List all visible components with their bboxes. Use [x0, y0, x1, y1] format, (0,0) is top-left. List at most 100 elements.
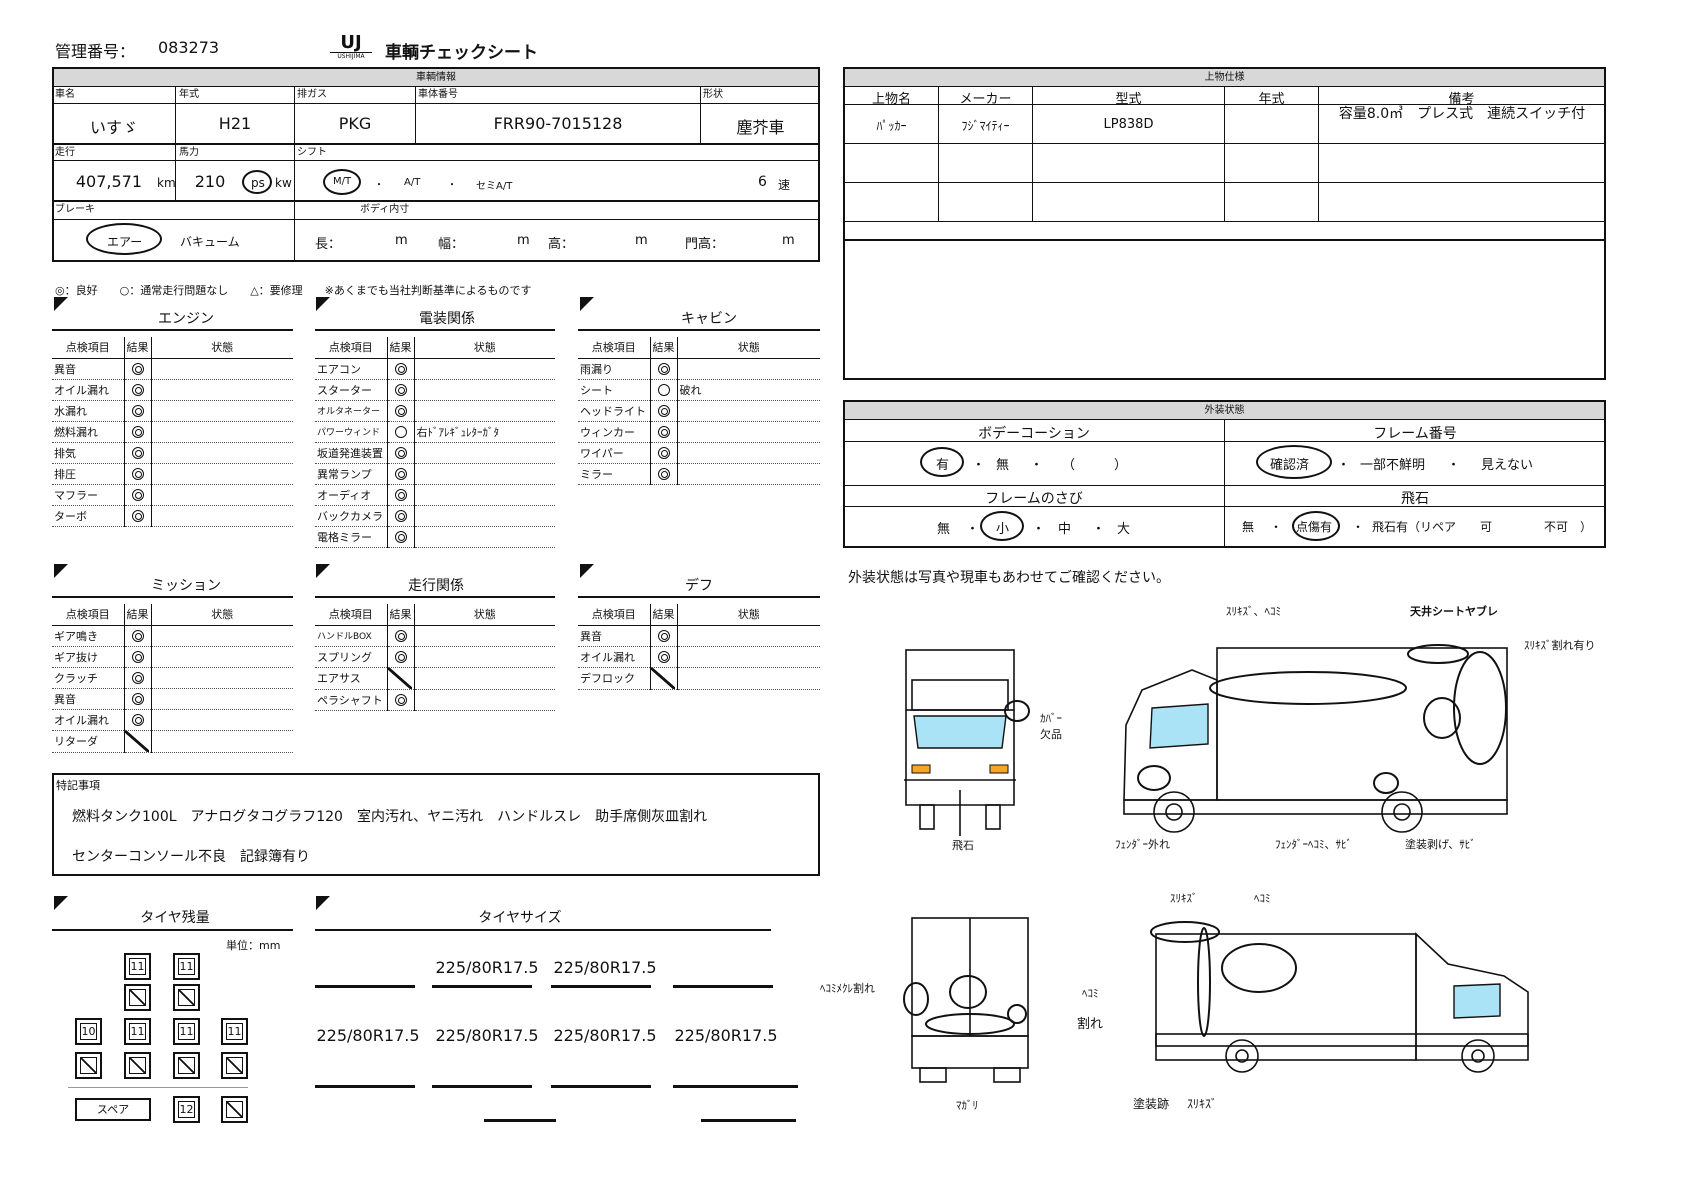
check-state — [677, 463, 820, 485]
check-item: 異音 — [52, 358, 124, 380]
check-state — [677, 667, 820, 690]
annotation-rear-crack: 割れ — [1077, 1017, 1104, 1032]
chassis-label: 車体番号 — [418, 89, 458, 100]
upper-name-value: ﾊﾟｯｶｰ — [876, 119, 907, 133]
check-state — [414, 526, 555, 548]
dot: ・ — [1270, 520, 1283, 534]
upper-col-remarks: 備考 — [1448, 92, 1475, 107]
check-item: 電格ミラー — [315, 526, 387, 548]
check-item: ウィンカー — [578, 421, 650, 443]
management-label: 管理番号： — [55, 42, 136, 61]
check-result — [123, 709, 152, 731]
dot: ・ — [1032, 522, 1046, 537]
check-row: 異常ランプ — [315, 463, 555, 485]
mission-table: 点検項目結果状態 ギア鳴きギア抜けクラッチ異音オイル漏れリターダ — [52, 604, 293, 753]
check-result — [123, 358, 152, 380]
tire-rear-na — [124, 1052, 151, 1079]
check-item: マフラー — [52, 484, 124, 506]
check-row: リターダ — [52, 730, 293, 753]
check-result — [386, 667, 415, 690]
double-circle-good-icon — [657, 405, 670, 417]
tire-rear-outer-right: 11 — [221, 1018, 248, 1045]
check-result — [649, 463, 678, 485]
mt-selected-circle — [323, 169, 361, 195]
tire-size-rear-1: 225/80R17.5 — [316, 1026, 420, 1045]
check-item: 排気 — [52, 442, 124, 464]
check-item: クラッチ — [52, 667, 124, 689]
electric-title: 電装関係 — [419, 311, 475, 327]
tire-spare: 12 — [173, 1096, 200, 1123]
check-state — [151, 442, 293, 464]
double-circle-good-icon — [394, 694, 407, 706]
truck-side-view-left — [1123, 644, 1508, 833]
check-result — [123, 463, 152, 485]
double-circle-good-icon — [131, 426, 144, 438]
gear-unit: 速 — [778, 178, 791, 192]
check-result — [386, 526, 415, 548]
check-state — [414, 463, 555, 485]
check-result — [649, 646, 678, 668]
double-circle-good-icon — [131, 714, 144, 726]
tire-rear-na — [221, 1052, 248, 1079]
stone-chip-title: 飛石 — [1401, 491, 1429, 507]
check-row: ワイパー — [578, 442, 820, 464]
check-state — [414, 689, 555, 711]
check-state — [677, 625, 820, 647]
check-state — [151, 400, 293, 422]
diff-table: 点検項目結果状態 異音オイル漏れデフロック — [578, 604, 820, 690]
check-item: オーディオ — [315, 484, 387, 506]
check-state — [677, 442, 820, 464]
tire-rear-na — [173, 1052, 200, 1079]
truck-rear-view — [903, 917, 1029, 1083]
body-width-label: 幅： — [438, 237, 465, 252]
check-result — [386, 484, 415, 506]
check-result — [649, 667, 678, 690]
unit-m: m — [395, 233, 408, 248]
check-item: バックカメラ — [315, 505, 387, 527]
double-circle-good-icon — [394, 363, 407, 375]
check-item: ペラシャフト — [315, 689, 387, 711]
check-item: オイル漏れ — [52, 709, 124, 731]
frame-selected-circle — [1256, 445, 1332, 479]
check-row: ペラシャフト — [315, 689, 555, 711]
unit-m: m — [782, 233, 795, 248]
mileage-unit: km — [157, 176, 176, 190]
ps-selected-circle — [242, 170, 272, 194]
annotation-fender-dent: ﾌｪﾝﾀﾞｰﾍｺﾐ、ｻﾋﾞ — [1275, 838, 1352, 851]
section-marker-icon — [54, 297, 68, 311]
result-legend: ◎：良好 ○：通常走行問題なし △：要修理 ※あくまでも当社判断基準によるもので… — [55, 284, 532, 297]
check-item: オルタネーター — [315, 400, 387, 422]
annotation-rear-dent: ﾍｺﾐ — [1082, 987, 1099, 1000]
year-value: H21 — [218, 114, 252, 133]
annotation-roof-tear: 天井シートヤブレ — [1410, 605, 1498, 618]
coating-title: ボデーコーション — [978, 426, 1090, 442]
cabin-title: キャビン — [681, 311, 737, 327]
annotation-scratch-dent: ｽﾘｷｽﾞ、ﾍｺﾐ — [1226, 605, 1281, 618]
check-state — [414, 625, 555, 647]
annotation-side-scratch: ｽﾘｷｽﾞ — [1170, 892, 1198, 905]
tire-front-na — [173, 984, 200, 1011]
check-row: オイル漏れ — [52, 709, 293, 731]
section-marker-icon — [316, 564, 330, 578]
section-marker-icon — [316, 297, 330, 311]
check-row: オルタネーター — [315, 400, 555, 422]
check-item: 坂道発進装置 — [315, 442, 387, 464]
dot: ・ — [966, 522, 980, 537]
shift-label: シフト — [297, 147, 327, 158]
annotation-fender-off: ﾌｪﾝﾀﾞｰ外れ — [1115, 838, 1170, 851]
check-result — [123, 730, 152, 753]
not-applicable-slash-icon — [125, 730, 149, 751]
brake-label: ブレーキ — [55, 204, 95, 215]
upper-maker-value: ﾌｼﾞﾏｲﾃｨｰ — [961, 119, 1010, 133]
brake-vacuum: バキューム — [180, 235, 240, 249]
horsepower-label: 馬力 — [179, 147, 199, 158]
notes-panel — [52, 773, 820, 876]
check-item: エアサス — [315, 667, 387, 690]
double-circle-good-icon — [131, 672, 144, 684]
mission-title: ミッション — [151, 578, 221, 594]
tire-depth-unit: 単位：mm — [226, 939, 281, 952]
check-row: ターボ — [52, 505, 293, 527]
check-result — [123, 667, 152, 689]
shift-at: A/T — [404, 177, 421, 188]
